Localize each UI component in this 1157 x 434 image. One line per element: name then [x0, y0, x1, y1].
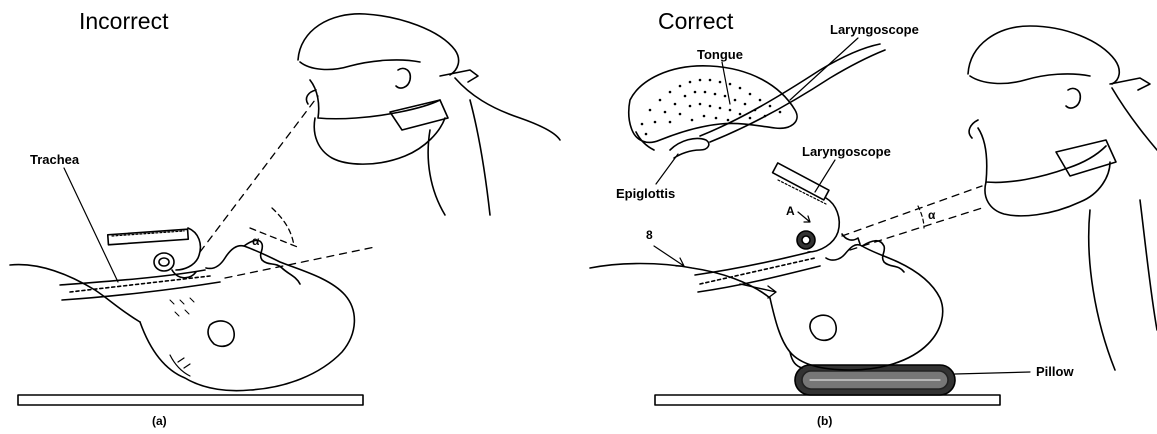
panel-incorrect: Incorrect Trachea α (a) — [0, 0, 560, 434]
label-tongue: Tongue — [697, 47, 743, 62]
pointer-epiglottis — [656, 154, 678, 184]
heading-incorrect: Incorrect — [79, 8, 168, 35]
doctor-a — [298, 14, 560, 215]
trachea-pointer — [64, 168, 118, 282]
label-pillow: Pillow — [1036, 364, 1074, 379]
label-epiglottis: Epiglottis — [616, 186, 675, 201]
label-angle-a: α — [252, 234, 259, 248]
angle-arc-b — [918, 206, 924, 228]
caption-a: (a) — [152, 414, 167, 428]
patient-neck — [10, 265, 140, 322]
label-laryngoscope-top: Laryngoscope — [830, 22, 919, 37]
sight-line-lower — [225, 247, 375, 278]
table-surface — [18, 395, 363, 405]
patient-trachea-outline — [60, 270, 220, 300]
patient-ear — [208, 321, 234, 346]
sight-line-upper-b — [842, 186, 982, 236]
sight-line-lower-b — [850, 208, 982, 250]
label-trachea: Trachea — [30, 152, 79, 167]
table-surface-b — [655, 395, 1000, 405]
angle-arc — [272, 208, 294, 246]
caption-b: (b) — [817, 414, 832, 428]
patient-neck-b — [590, 264, 770, 299]
patient-head-b — [770, 245, 943, 370]
pillow — [795, 365, 955, 395]
incorrect-illustration — [0, 0, 560, 434]
patient-face-b — [862, 241, 904, 272]
patient-hair — [170, 355, 190, 376]
anatomy-inset — [629, 44, 885, 158]
label-laryngoscope-mid: Laryngoscope — [802, 144, 891, 159]
label-angle-b: α — [928, 208, 935, 222]
panel-correct: Correct Tongue Laryngoscope Laryngoscope… — [580, 0, 1157, 434]
label-point-a: A — [786, 204, 795, 218]
patient-ear-b — [810, 315, 836, 340]
laryngoscope-a — [108, 228, 201, 278]
label-point-b: 8 — [646, 228, 653, 242]
heading-correct: Correct — [658, 8, 733, 35]
pointer-laryngoscope-top — [790, 38, 858, 100]
doctor-b — [968, 26, 1157, 370]
sight-line-upper — [200, 96, 318, 252]
patient-trachea-b — [695, 252, 820, 292]
arrow-8 — [654, 246, 684, 266]
